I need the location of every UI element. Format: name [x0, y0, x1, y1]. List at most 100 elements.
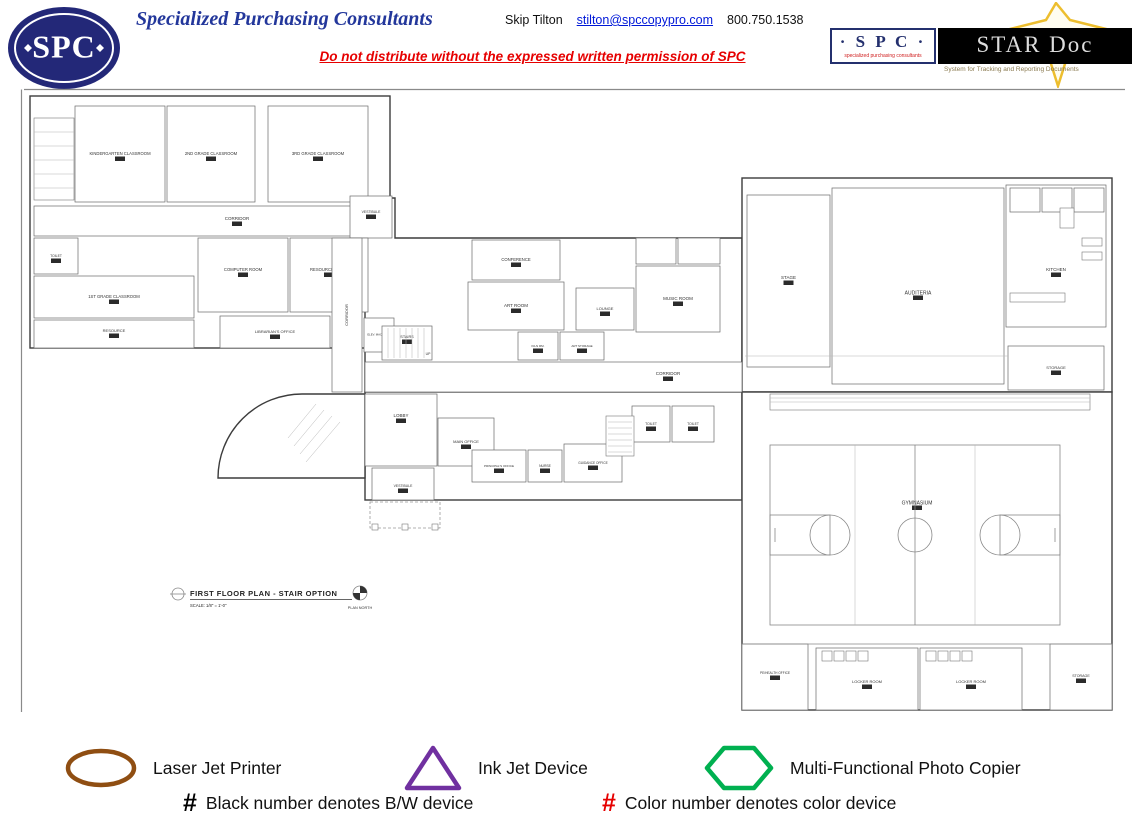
room-number-box — [540, 468, 550, 473]
north-arrow-wedge — [360, 586, 367, 593]
room-number-box — [115, 156, 125, 161]
room-number-box — [238, 272, 248, 277]
room-outline-storage-gym — [1049, 643, 1113, 711]
room-art-room: ART ROOM — [467, 281, 565, 331]
room-classroom-3rd-grade: 3RD GRADE CLASSROOM — [267, 105, 369, 203]
ink-jet-device-icon — [404, 745, 462, 791]
color-hash-mark: # — [602, 789, 616, 817]
room-toilet-a: TOILET — [33, 237, 79, 275]
room-label-kitchen: KITCHEN — [1046, 267, 1066, 272]
room-computer-room: COMPUTER ROOM — [197, 237, 289, 313]
room-number-box — [232, 221, 242, 226]
plan-details: UP — [33, 117, 1112, 662]
locker-bank — [925, 650, 937, 662]
room-stairs: STAIRS — [381, 325, 433, 361]
room-number-box — [913, 295, 923, 300]
room-label-guidance-office: GUIDANCE OFFICE — [578, 461, 607, 465]
room-outline-music-room — [635, 265, 721, 333]
plan-north-label: PLAN NORTH — [348, 606, 373, 610]
device-legend: Laser Jet Printer Ink Jet Device Multi-F… — [0, 735, 1140, 828]
room-storage-gym: STORAGE — [1049, 643, 1113, 711]
room-label-conference: CONFERENCE — [501, 257, 531, 262]
room-auditeria: AUDITERIA — [831, 187, 1005, 385]
room-number-box — [1051, 370, 1061, 375]
room-label-vestibule-a: VESTIBULE — [362, 210, 381, 214]
practice-room — [677, 237, 721, 265]
room-label-corridor-vertical: CORRIDOR — [344, 304, 349, 326]
locker-bank — [949, 650, 961, 662]
north-arrow-wedge — [353, 593, 360, 600]
legend-label-ink-jet: Ink Jet Device — [478, 757, 588, 778]
room-label-stairs: STAIRS — [400, 335, 414, 339]
porch-column — [401, 523, 409, 531]
room-outline-corridor-b — [364, 361, 743, 393]
room-number-box — [1051, 272, 1061, 277]
room-label-stage: STAGE — [781, 275, 796, 280]
room-pe-health-office: PE/HEALTH OFFICE — [741, 643, 809, 711]
locker-bank — [857, 650, 869, 662]
photo-copier-icon — [704, 745, 774, 791]
logo-oval-ring — [14, 13, 114, 83]
stardoc-product-tagline: System for Tracking and Reporting Docume… — [944, 66, 1079, 73]
room-kiln-rm: KILN RM. — [517, 331, 559, 361]
contact-phone: 800.750.1538 — [727, 13, 804, 27]
room-outline-vestibule-d — [371, 467, 435, 501]
room-toilet-d2: TOILET — [671, 405, 715, 443]
free-throw-lane — [769, 514, 831, 556]
room-nurse: NURSE — [527, 449, 563, 483]
room-number-box — [494, 468, 504, 473]
room-outline-corridor-vertical — [331, 237, 363, 393]
room-label-classroom-1st-grade: 1ST GRADE CLASSROOM — [88, 294, 140, 299]
locker-bank — [937, 650, 949, 662]
room-label-gymnasium: GYMNASIUM — [902, 500, 933, 506]
color-note-text: Color number denotes color device — [624, 793, 897, 813]
room-outline-classroom-3rd-grade — [267, 105, 369, 203]
center-circle — [897, 517, 933, 553]
room-number-box — [912, 505, 922, 510]
room-label-music-room: MUSIC ROOM — [663, 296, 693, 301]
kitchen-equipment — [1081, 251, 1103, 261]
spc-logo: SPC — [4, 4, 124, 97]
stairs-up-label: UP — [426, 352, 432, 356]
room-corridor-a: CORRIDOR — [33, 205, 391, 237]
room-outline-corridor-a — [33, 205, 391, 237]
room-label-computer-room: COMPUTER ROOM — [224, 267, 263, 272]
kitchen-serving-counter — [1009, 292, 1066, 303]
stair-treads-a — [34, 131, 74, 189]
room-label-corridor-a: CORRIDOR — [225, 216, 250, 221]
room-gymnasium: GYMNASIUM — [902, 500, 933, 510]
stardoc-spc-box: · S P C · specialized purchasing consult… — [830, 28, 936, 64]
room-kindergarten: KINDERGARTEN CLASSROOM — [74, 105, 166, 203]
header: SPC Specialized Purchasing Consultants S… — [0, 0, 1140, 92]
room-outline-kiln-rm — [517, 331, 559, 361]
legend-note-color: # Color number denotes color device — [602, 789, 896, 818]
room-number-box — [1076, 678, 1086, 683]
logo-diamond-left — [24, 44, 32, 52]
room-label-vestibule-d: VESTIBULE — [394, 484, 413, 488]
room-number-box — [398, 488, 408, 493]
room-number-box — [402, 339, 412, 344]
room-number-box — [673, 301, 683, 306]
kitchen-small-room — [1009, 187, 1041, 213]
legend-item-copier: Multi-Functional Photo Copier — [702, 743, 1021, 793]
kitchen-equipment — [1081, 237, 1103, 247]
room-number-box — [324, 272, 334, 277]
room-label-locker-room-1: LOCKER ROOM — [852, 679, 882, 684]
disclaimer: Do not distribute without the expressed … — [319, 49, 746, 64]
room-outline-toilet-a — [33, 237, 79, 275]
room-outline-lounge — [575, 287, 635, 331]
room-label-main-office: MAIN OFFICE — [453, 439, 479, 444]
room-number-box — [206, 156, 216, 161]
room-vestibule-d: VESTIBULE — [371, 467, 435, 501]
room-label-storage-gym: STORAGE — [1072, 674, 1090, 678]
room-resource-a: RESOURCE — [33, 319, 195, 349]
room-label-pe-health-office: PE/HEALTH OFFICE — [760, 671, 790, 675]
room-label-kindergarten: KINDERGARTEN CLASSROOM — [89, 151, 151, 156]
room-number-box — [663, 376, 673, 381]
legend-item-ink-jet: Ink Jet Device — [402, 743, 588, 793]
room-librarians-office: LIBRARIAN'S OFFICE — [219, 315, 331, 349]
room-outline-toilet-d2 — [671, 405, 715, 443]
contact-email-link[interactable]: stilton@spccopypro.com — [576, 13, 714, 27]
kitchen-small-room — [1073, 187, 1105, 213]
